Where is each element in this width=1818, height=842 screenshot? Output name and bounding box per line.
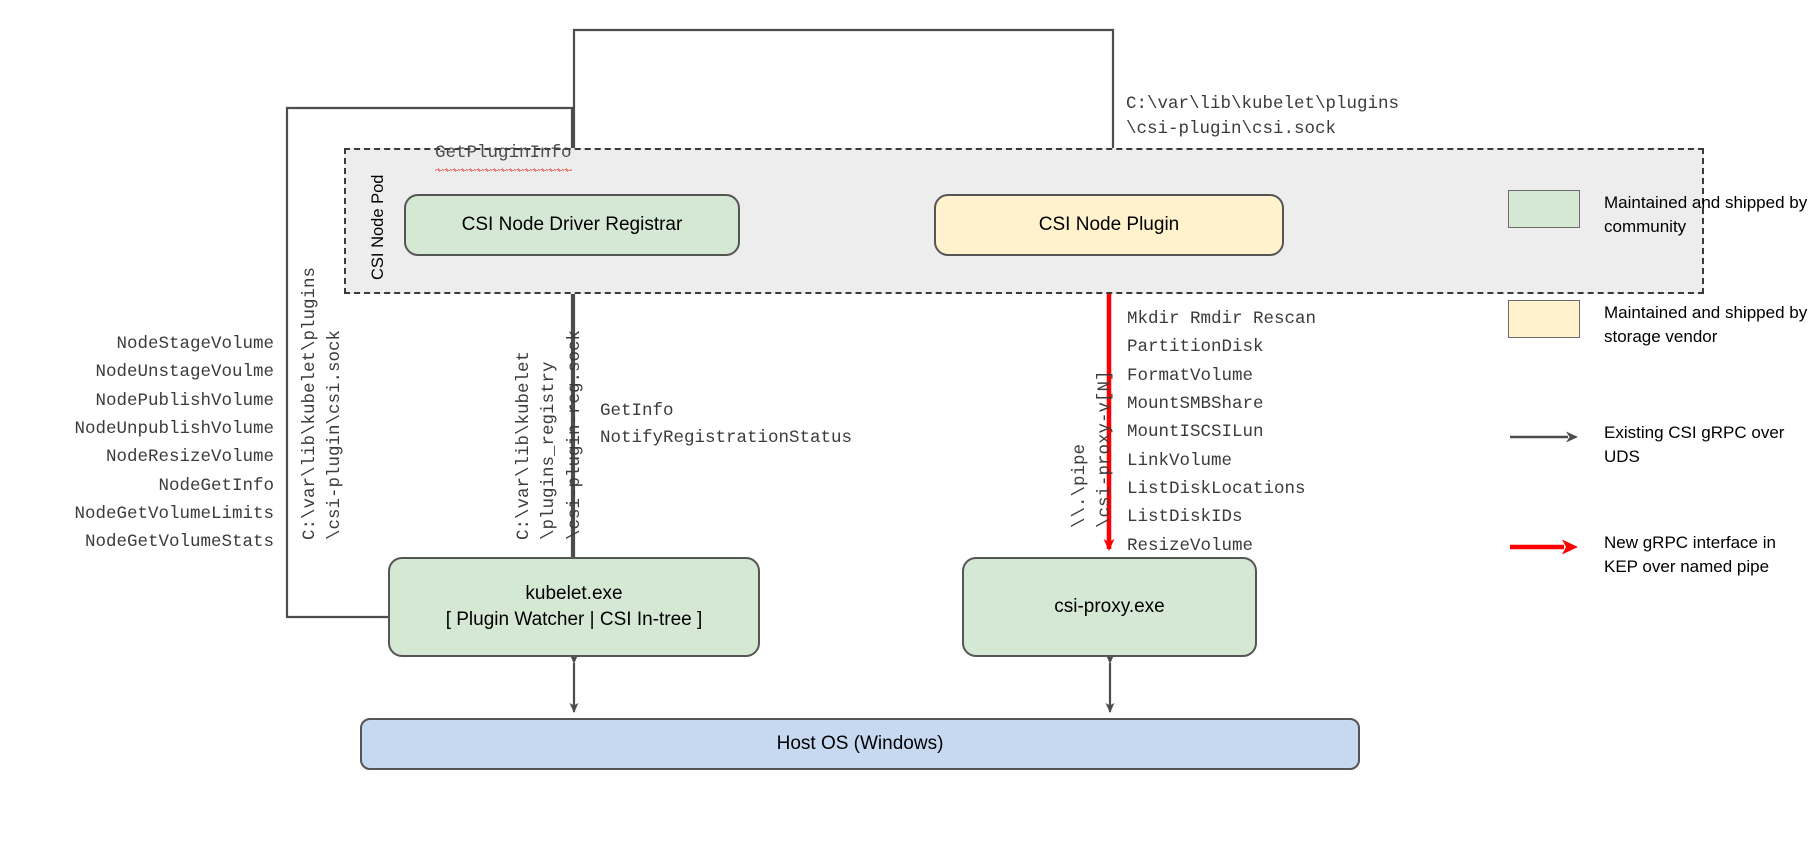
legend-arrow-grey-icon [1508, 420, 1580, 458]
label-kubelet-csi-sock-path-rotated: C:\var\lib\kubelet\plugins \csi-plugin\c… [300, 266, 346, 540]
box-kubelet-exe-title: kubelet.exe [525, 582, 623, 604]
legend-label-community: Maintained and shipped by community [1604, 193, 1808, 237]
legend-label-existing-grpc: Existing CSI gRPC over UDS [1604, 423, 1785, 467]
box-csi-node-plugin[interactable]: CSI Node Plugin [934, 194, 1284, 256]
legend-item-vendor: Maintained and shipped by storage vendor [1508, 300, 1808, 349]
label-csi-sock-path-top: C:\var\lib\kubelet\plugins \csi-plugin\c… [1126, 94, 1400, 140]
legend-arrow-red-icon [1508, 530, 1580, 568]
label-named-pipe-rotated: \\.\pipe \csi-proxy-v[N] [1070, 370, 1116, 528]
legend-item-community: Maintained and shipped by community [1508, 190, 1808, 239]
box-kubelet-exe[interactable]: kubelet.exe [ Plugin Watcher | CSI In-tr… [388, 557, 760, 657]
legend-label-new-grpc: New gRPC interface in KEP over named pip… [1604, 533, 1776, 577]
label-get-plugin-info-text: GetPluginInfo [435, 140, 572, 173]
label-node-service-apis: NodeStageVolume NodeUnstageVoulme NodePu… [74, 334, 274, 553]
box-csi-proxy-exe-label: csi-proxy.exe [1054, 595, 1165, 617]
box-host-os[interactable]: Host OS (Windows) [360, 718, 1360, 770]
label-csi-proxy-apis: Mkdir Rmdir Rescan PartitionDisk FormatV… [1127, 309, 1317, 556]
label-plugins-registry-path-rotated: C:\var\lib\kubelet \plugins_registry \cs… [514, 329, 585, 540]
legend-item-existing-grpc: Existing CSI gRPC over UDS [1508, 420, 1808, 469]
csi-node-pod-label: CSI Node Pod [355, 60, 387, 280]
legend-swatch-community-icon [1508, 190, 1580, 228]
legend-label-vendor: Maintained and shipped by storage vendor [1604, 303, 1808, 347]
label-get-plugin-info: GetPluginInfo [393, 113, 572, 194]
legend-swatch-vendor-icon [1508, 300, 1580, 338]
box-csi-node-driver-registrar-label: CSI Node Driver Registrar [461, 213, 683, 235]
box-host-os-label: Host OS (Windows) [776, 732, 944, 754]
box-csi-proxy-exe[interactable]: csi-proxy.exe [962, 557, 1257, 657]
label-registrar-calls: GetInfo NotifyRegistrationStatus [600, 401, 853, 449]
box-csi-node-plugin-label: CSI Node Plugin [1038, 213, 1180, 235]
csi-node-pod-label-text: CSI Node Pod [369, 174, 387, 280]
legend-item-new-grpc: New gRPC interface in KEP over named pip… [1508, 530, 1808, 579]
box-kubelet-exe-subtitle: [ Plugin Watcher | CSI In-tree ] [445, 609, 703, 630]
box-csi-node-driver-registrar[interactable]: CSI Node Driver Registrar [404, 194, 740, 256]
